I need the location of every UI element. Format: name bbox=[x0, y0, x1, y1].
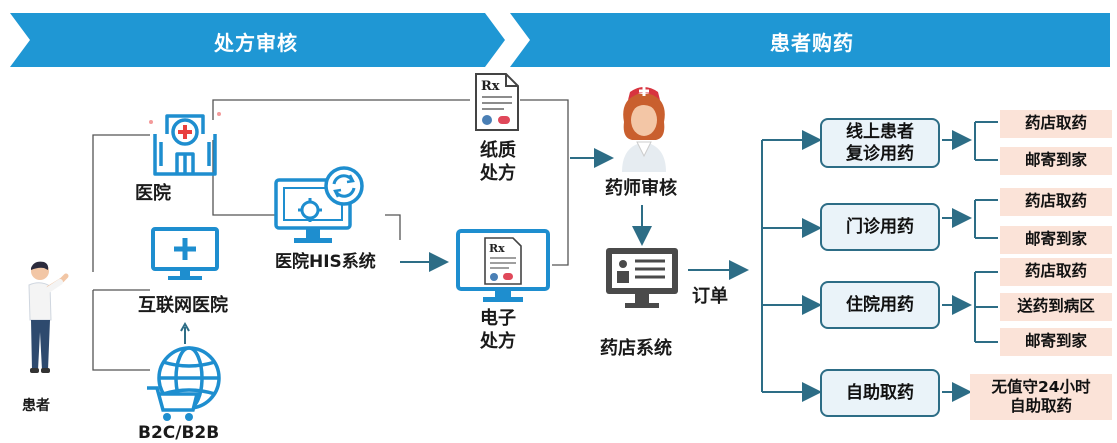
banner-left bbox=[10, 13, 505, 67]
pharmacy-system-label: 药店系统 bbox=[600, 338, 672, 359]
e-rx-label: 电子 处方 bbox=[480, 308, 516, 353]
e-rx-line2: 处方 bbox=[480, 330, 516, 352]
banner-right-label: 患者购药 bbox=[770, 31, 854, 55]
category-online-line1: 线上患者 bbox=[846, 121, 914, 142]
category-outpatient: 门诊用药 bbox=[820, 203, 940, 251]
option-24h-line2: 自助取药 bbox=[1009, 397, 1072, 415]
option-inpatient-pickup: 药店取药 bbox=[1000, 258, 1112, 286]
globe-cart-icon bbox=[147, 346, 221, 421]
category-inpatient-label: 住院用药 bbox=[846, 294, 914, 315]
banner-right bbox=[510, 13, 1110, 67]
option-24h-line1: 无值守24小时 bbox=[991, 377, 1091, 396]
b2c-label: B2C/B2B bbox=[138, 423, 220, 443]
internet-hospital-label: 互联网医院 bbox=[138, 295, 228, 316]
option-online-pickup: 药店取药 bbox=[1000, 110, 1112, 138]
his-label: 医院HIS系统 bbox=[275, 252, 376, 272]
patient-figure-icon bbox=[28, 261, 69, 373]
category-online-line2: 复诊用药 bbox=[846, 144, 914, 164]
category-inpatient: 住院用药 bbox=[820, 281, 940, 329]
his-system-icon bbox=[274, 166, 364, 243]
paper-rx-line2: 处方 bbox=[480, 162, 516, 184]
banner-shapes bbox=[10, 13, 1110, 67]
up-arrow-icon bbox=[180, 322, 190, 344]
option-outpatient-mail: 邮寄到家 bbox=[1000, 226, 1112, 254]
hospital-icon bbox=[149, 112, 221, 176]
category-self-service: 自助取药 bbox=[820, 369, 940, 417]
banner-left-label: 处方审核 bbox=[214, 31, 298, 55]
pharmacist-icon bbox=[622, 86, 666, 172]
pharmacy-system-icon bbox=[606, 248, 678, 308]
option-inpatient-mail: 邮寄到家 bbox=[1000, 328, 1112, 356]
category-self-service-label: 自助取药 bbox=[846, 382, 914, 403]
monitor-plus-icon bbox=[151, 227, 219, 280]
paper-prescription-icon: Rx bbox=[475, 73, 519, 131]
option-self-service-24h: 无值守24小时 自助取药 bbox=[970, 374, 1112, 420]
electronic-prescription-icon: Rx bbox=[456, 229, 550, 302]
option-inpatient-ward: 送药到病区 bbox=[1000, 293, 1112, 321]
paper-rx-label: 纸质 处方 bbox=[480, 140, 516, 185]
category-outpatient-label: 门诊用药 bbox=[846, 216, 914, 237]
category-online-revisit: 线上患者 复诊用药 bbox=[820, 118, 940, 168]
option-online-mail: 邮寄到家 bbox=[1000, 147, 1112, 175]
rx-symbol-e: Rx bbox=[489, 242, 505, 255]
patient-label: 患者 bbox=[22, 398, 50, 414]
rx-symbol: Rx bbox=[481, 79, 500, 94]
pharmacist-label: 药师审核 bbox=[605, 178, 677, 199]
paper-rx-line1: 纸质 bbox=[480, 140, 516, 161]
option-outpatient-pickup: 药店取药 bbox=[1000, 188, 1112, 216]
order-label: 订单 bbox=[692, 286, 728, 307]
hospital-label: 医院 bbox=[135, 183, 171, 204]
e-rx-line1: 电子 bbox=[480, 308, 516, 329]
